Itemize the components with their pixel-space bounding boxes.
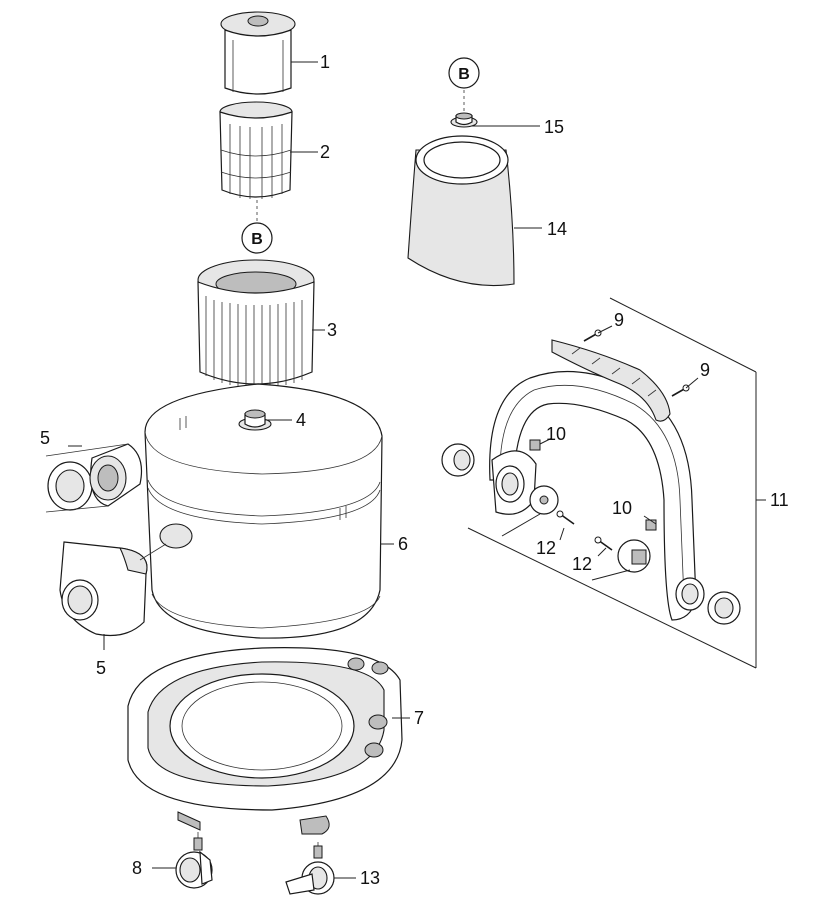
label-part-8: 8 <box>132 858 142 878</box>
part-1-filter-cap <box>220 11 296 95</box>
label-part-10-right: 10 <box>612 498 632 518</box>
screw-12-left <box>556 510 575 525</box>
part-labels: 1 2 3 4 5 5 6 7 8 13 15 14 9 9 10 10 11 … <box>40 52 789 888</box>
part-6-container <box>144 383 383 639</box>
label-part-13: 13 <box>360 868 380 888</box>
leader-lines <box>68 61 699 879</box>
label-part-7: 7 <box>414 708 424 728</box>
part-3-cartridge-filter <box>197 259 315 387</box>
label-part-5-top: 5 <box>40 428 50 448</box>
label-part-9-left: 9 <box>614 310 624 330</box>
label-part-5-bottom: 5 <box>96 658 106 678</box>
part-7-chassis <box>127 647 403 835</box>
part-13-caster-brake <box>285 842 335 895</box>
part-4-valve <box>238 409 272 431</box>
label-part-14: 14 <box>547 219 567 239</box>
part-8-caster <box>175 832 213 889</box>
badge-b-top-right: B <box>448 57 480 89</box>
screw-9-left <box>583 329 602 342</box>
badge-b-center-text: B <box>251 231 263 248</box>
part-11-handle-assembly <box>441 297 766 669</box>
label-part-6: 6 <box>398 534 408 554</box>
label-part-3: 3 <box>327 320 337 340</box>
badge-b-top-right-text: B <box>458 66 470 83</box>
screw-12-right <box>594 536 613 551</box>
label-part-10-left: 10 <box>546 424 566 444</box>
screw-9-right <box>671 384 690 397</box>
label-part-1: 1 <box>320 52 330 72</box>
label-part-15: 15 <box>544 117 564 137</box>
label-part-2: 2 <box>320 142 330 162</box>
part-15-valve <box>450 112 478 128</box>
part-5-inlet-fitting-bottom <box>59 541 167 637</box>
label-part-11: 11 <box>770 490 789 510</box>
part-5-inlet-fittings-top <box>45 443 143 513</box>
badge-b-center: B <box>241 222 273 254</box>
part-2-filter-basket <box>219 101 293 199</box>
label-part-12-right: 12 <box>572 554 592 574</box>
label-part-9-right: 9 <box>700 360 710 380</box>
part-14-filter-bag <box>407 135 515 287</box>
label-part-12-left: 12 <box>536 538 556 558</box>
label-part-4: 4 <box>296 410 306 430</box>
